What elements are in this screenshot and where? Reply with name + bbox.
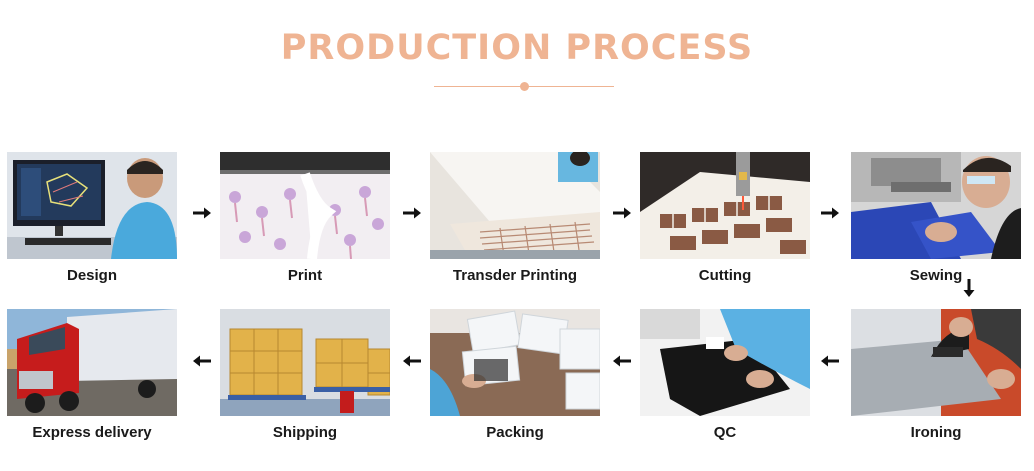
red-truck-photo [7, 309, 177, 416]
step-express-delivery: Express delivery [7, 309, 177, 441]
step-label: Shipping [272, 424, 338, 441]
step-label: QC [713, 424, 737, 441]
sewing-machine-photo [851, 152, 1021, 259]
step-label: Cutting [698, 267, 752, 284]
step-label: Print [287, 267, 323, 284]
warehouse-boxes-photo [220, 309, 390, 416]
step-print: Print [220, 152, 390, 284]
printer-palm-fabric-photo [220, 152, 390, 259]
transfer-printing-machine-photo [430, 152, 600, 259]
step-ironing: Ironing [851, 309, 1021, 441]
quality-check-photo [640, 309, 810, 416]
step-design: Design [7, 152, 177, 284]
step-qc: QC [640, 309, 810, 441]
laser-cutting-photo [640, 152, 810, 259]
designer-at-computer-photo [7, 152, 177, 259]
step-label: Packing [486, 424, 544, 441]
arrow-left-icon [192, 354, 212, 368]
page-title: PRODUCTION PROCESS [280, 28, 754, 68]
title-divider-dot [520, 82, 529, 91]
step-transder-printing: Transder Printing [430, 152, 600, 284]
step-label: Transder Printing [452, 267, 578, 284]
step-shipping: Shipping [220, 309, 390, 441]
arrow-right-icon [820, 206, 840, 220]
ironing-photo [851, 309, 1021, 416]
arrow-right-icon [612, 206, 632, 220]
step-sewing: Sewing [851, 152, 1021, 284]
arrow-right-icon [192, 206, 212, 220]
arrow-right-icon [402, 206, 422, 220]
arrow-down-icon [962, 278, 976, 298]
step-cutting: Cutting [640, 152, 810, 284]
step-label: Design [66, 267, 117, 284]
arrow-left-icon [820, 354, 840, 368]
step-label: Ironing [910, 424, 962, 441]
arrow-left-icon [612, 354, 632, 368]
step-label: Sewing [909, 267, 963, 284]
step-label: Express delivery [32, 424, 152, 441]
arrow-left-icon [402, 354, 422, 368]
packing-bags-photo [430, 309, 600, 416]
step-packing: Packing [430, 309, 600, 441]
